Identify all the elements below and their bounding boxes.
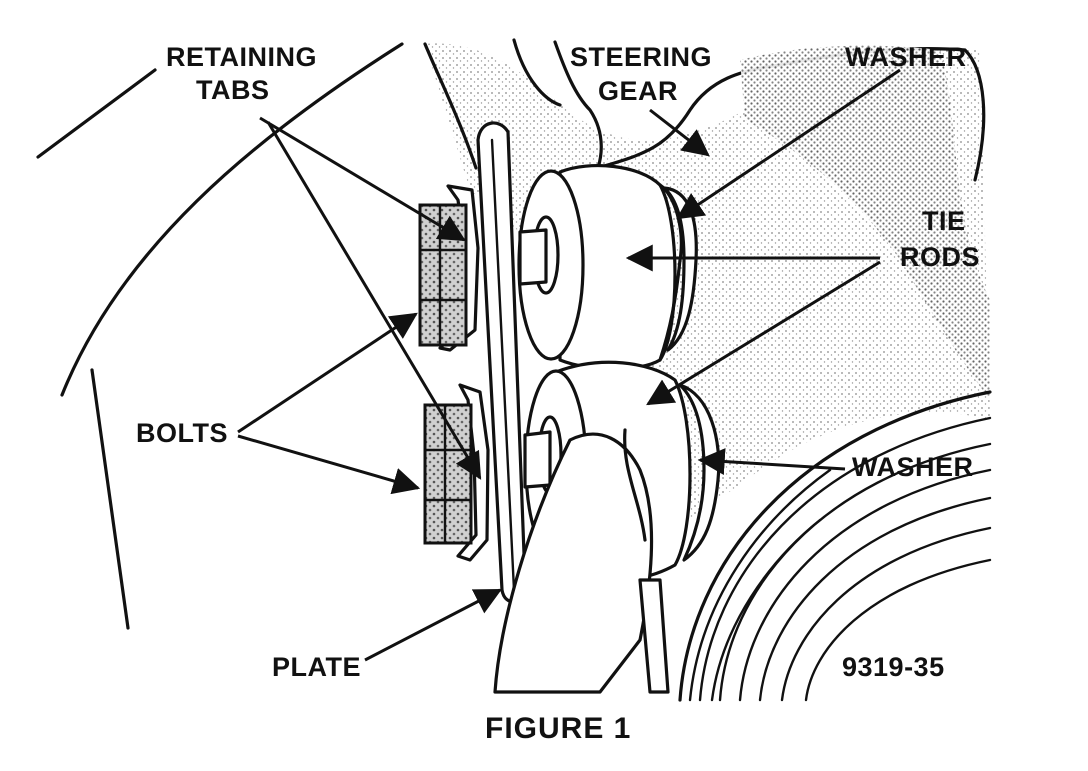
- label-tie-rods-line2: RODS: [900, 242, 981, 272]
- label-steering-gear-line2: GEAR: [598, 76, 679, 106]
- tie-rod-upper: [517, 163, 698, 371]
- leader-lines: [237, 68, 901, 662]
- tie-rod-lower: [493, 360, 721, 694]
- label-steering-gear-line1: STEERING: [570, 42, 713, 72]
- figure-code: 9319-35: [842, 652, 945, 682]
- label-plate: PLATE: [272, 652, 361, 682]
- body-panel-lines: [36, 42, 404, 630]
- figure-caption: FIGURE 1: [485, 712, 632, 745]
- label-tie-rods-line1: TIE: [922, 206, 966, 236]
- label-washer-bottom: WASHER: [852, 452, 974, 482]
- label-washer-top: WASHER: [845, 42, 967, 72]
- label-retaining-tabs-line2: TABS: [196, 75, 270, 105]
- label-bolts: BOLTS: [136, 418, 228, 448]
- wheel-arcs: [678, 390, 992, 702]
- label-retaining-tabs-line1: RETAINING: [166, 42, 317, 72]
